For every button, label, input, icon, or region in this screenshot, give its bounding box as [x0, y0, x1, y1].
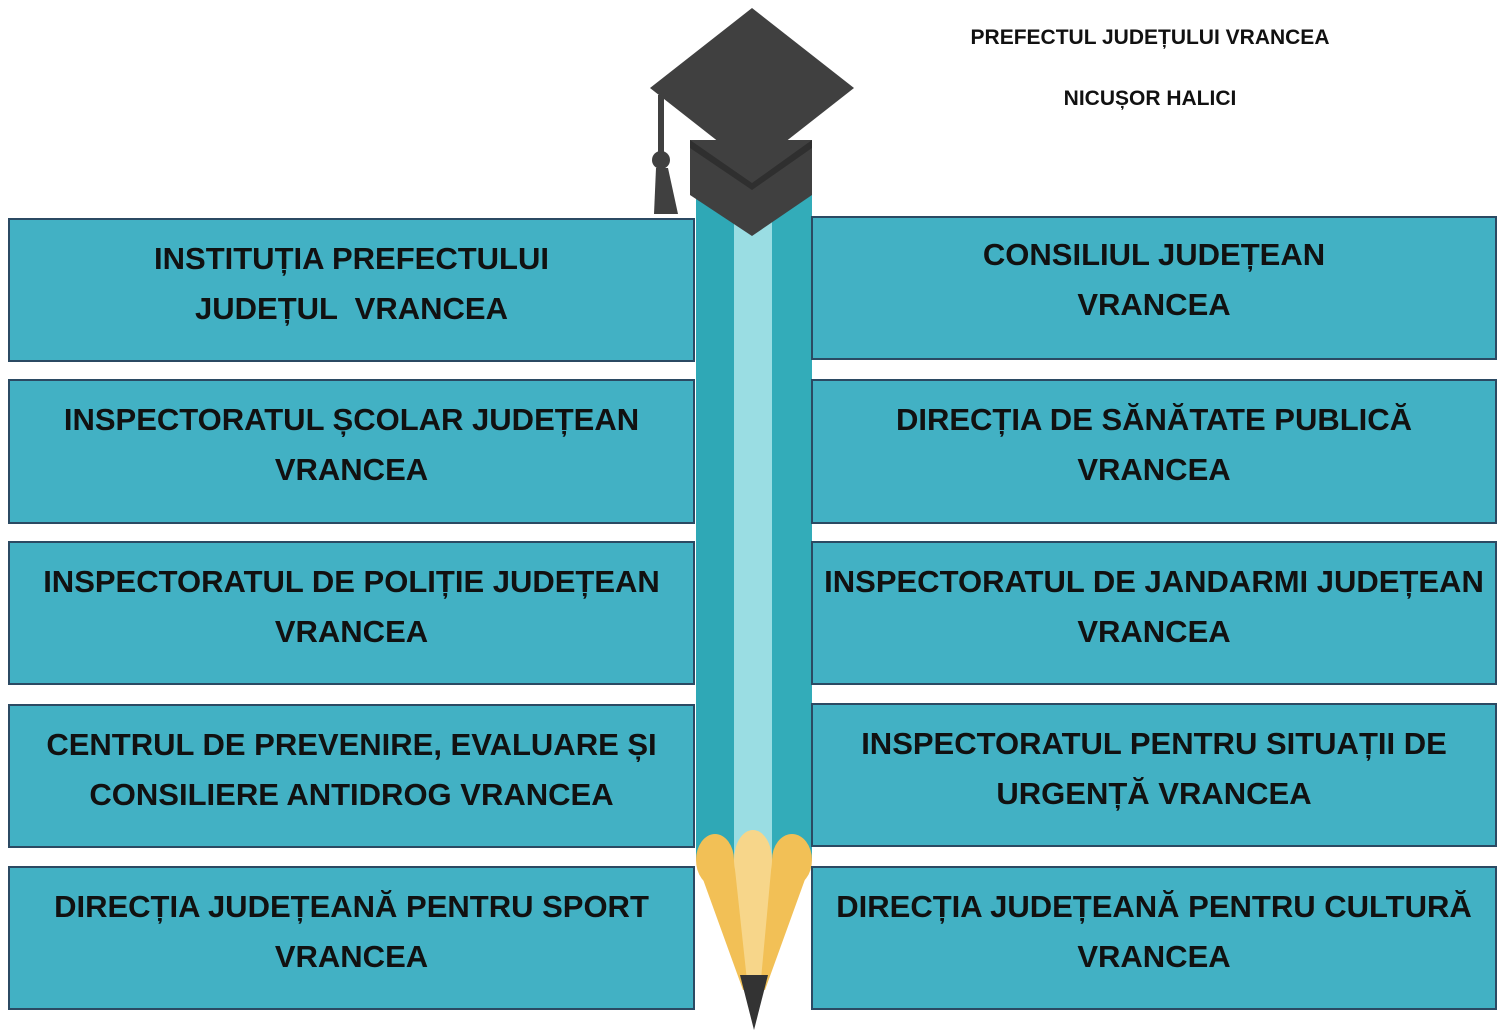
- box-line-1: DIRECȚIA DE SĂNĂTATE PUBLICĂ: [895, 402, 1413, 437]
- box-line-1: INSPECTORATUL DE JANDARMI JUDEȚEAN: [824, 564, 1484, 599]
- box-line-1: INSPECTORATUL ȘCOLAR JUDEȚEAN: [63, 402, 640, 437]
- box-directia-sanatate: DIRECȚIA DE SĂNĂTATE PUBLICĂ VRANCEA: [811, 379, 1497, 524]
- graduation-cap-icon: [650, 8, 854, 236]
- box-line-2: VRANCEA: [1077, 614, 1231, 649]
- pencil-icon: [696, 180, 812, 1030]
- box-line-1: DIRECȚIA JUDEȚEANĂ PENTRU CULTURĂ: [836, 889, 1472, 924]
- header-name: NICUȘOR HALICI: [1063, 87, 1237, 110]
- box-line-2: VRANCEA: [274, 939, 429, 974]
- box-line-2: CONSILIERE ANTIDROG VRANCEA: [89, 777, 614, 812]
- box-inspectoratul-jandarmi: INSPECTORATUL DE JANDARMI JUDEȚEAN VRANC…: [811, 541, 1497, 685]
- box-line-1: INSPECTORATUL PENTRU SITUAȚII DE: [861, 726, 1447, 761]
- box-centrul-antidrog: CENTRUL DE PREVENIRE, EVALUARE ȘI CONSIL…: [8, 704, 695, 848]
- box-line-1: INSTITUȚIA PREFECTULUI: [154, 241, 549, 276]
- box-inspectoratul-scolar: INSPECTORATUL ȘCOLAR JUDEȚEAN VRANCEA: [8, 379, 695, 524]
- box-inspectoratul-politie: INSPECTORATUL DE POLIȚIE JUDEȚEAN VRANCE…: [8, 541, 695, 685]
- box-line-2: VRANCEA: [1077, 287, 1231, 322]
- box-directia-cultura: DIRECȚIA JUDEȚEANĂ PENTRU CULTURĂ VRANCE…: [811, 866, 1497, 1010]
- box-line-2: VRANCEA: [274, 452, 429, 487]
- box-line-1: DIRECȚIA JUDEȚEANĂ PENTRU SPORT: [54, 889, 649, 924]
- box-directia-sport: DIRECȚIA JUDEȚEANĂ PENTRU SPORT VRANCEA: [8, 866, 695, 1010]
- box-line-2: URGENȚĂ VRANCEA: [996, 776, 1312, 811]
- box-line-1: INSPECTORATUL DE POLIȚIE JUDEȚEAN: [43, 564, 660, 599]
- box-line-2: VRANCEA: [1077, 939, 1231, 974]
- box-line-2: VRANCEA: [1077, 452, 1231, 487]
- header-title: PREFECTUL JUDEȚULUI VRANCEA: [970, 26, 1330, 49]
- box-line-2: JUDEȚUL VRANCEA: [195, 291, 508, 326]
- box-line-1: CONSILIUL JUDEȚEAN: [982, 237, 1326, 272]
- box-line-2: VRANCEA: [274, 614, 429, 649]
- box-institutia-prefectului: INSTITUȚIA PREFECTULUI JUDEȚUL VRANCEA: [8, 218, 695, 362]
- box-consiliul-judetean: CONSILIUL JUDEȚEAN VRANCEA: [811, 216, 1497, 360]
- box-line-1: CENTRUL DE PREVENIRE, EVALUARE ȘI: [46, 727, 657, 762]
- box-inspectoratul-situatii-urgenta: INSPECTORATUL PENTRU SITUAȚII DE URGENȚĂ…: [811, 703, 1497, 847]
